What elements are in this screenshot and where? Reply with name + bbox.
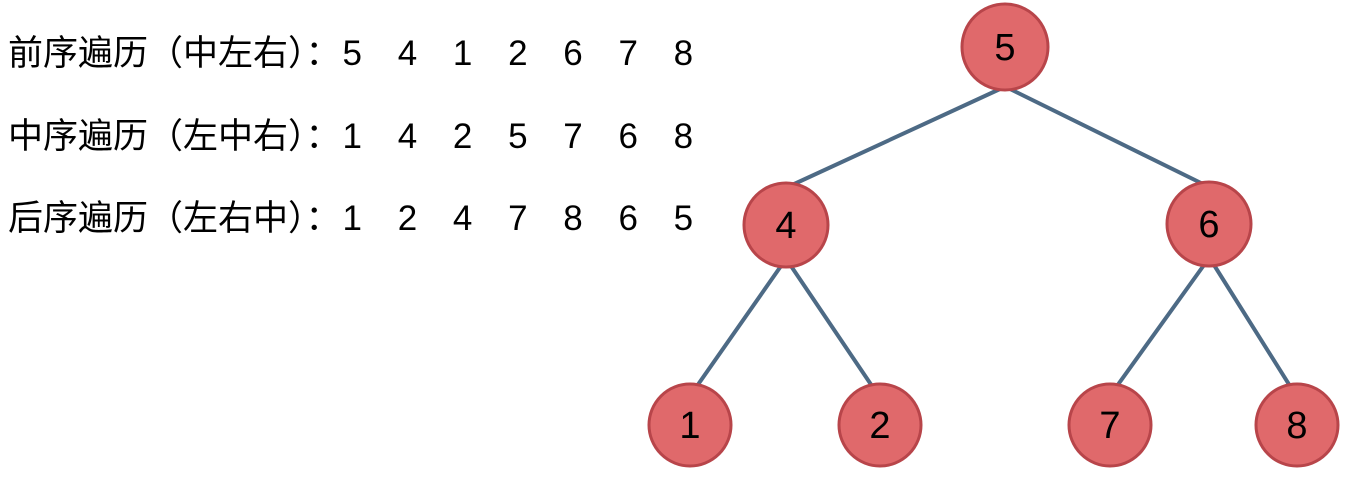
tree-edge-root-to-right — [1008, 87, 1205, 186]
traversal-label-postorder: 后序遍历（左右中）： — [8, 199, 341, 238]
tree-node-1[interactable]: 1 — [647, 382, 733, 468]
tree-node-circle-1 — [647, 382, 733, 468]
tree-node-4[interactable]: 4 — [742, 181, 830, 269]
tree-node-label-4: 4 — [775, 205, 796, 247]
traversal-line-postorder: 后序遍历（左右中）：1 2 4 7 8 6 5 — [8, 201, 706, 236]
tree-edge-left-to-left-right — [789, 264, 874, 388]
tree-node-label-5: 5 — [994, 27, 1015, 69]
tree-node-6[interactable]: 6 — [1165, 180, 1253, 268]
tree-node-label-8: 8 — [1286, 405, 1307, 447]
tree-node-5[interactable]: 5 — [960, 2, 1050, 92]
tree-node-label-7: 7 — [1099, 405, 1120, 447]
traversal-label-preorder: 前序遍历（中左右）： — [8, 34, 341, 73]
traversal-sequence-preorder: 5 4 1 2 6 7 8 — [342, 34, 707, 73]
tree-node-8[interactable]: 8 — [1254, 382, 1340, 468]
tree-node-circle-6 — [1165, 180, 1253, 268]
tree-node-7[interactable]: 7 — [1067, 382, 1153, 468]
tree-node-circle-2 — [837, 382, 923, 468]
tree-edge-root-to-left — [790, 87, 1002, 187]
tree-edge-left-to-left-left — [695, 264, 783, 388]
tree-edge-right-to-right-right — [1212, 263, 1292, 388]
tree-node-label-2: 2 — [869, 405, 890, 447]
tree-node-circle-7 — [1067, 382, 1153, 468]
traversal-label-inorder: 中序遍历（左中右）： — [8, 117, 341, 156]
tree-node-circle-5 — [960, 2, 1050, 92]
tree-node-layer: 5 4 6 1 2 7 8 — [647, 2, 1340, 468]
tree-edge-layer — [695, 87, 1292, 388]
traversal-sequence-inorder: 1 4 2 5 7 6 8 — [342, 117, 707, 156]
tree-node-2[interactable]: 2 — [837, 382, 923, 468]
tree-node-label-1: 1 — [679, 405, 700, 447]
tree-node-label-6: 6 — [1198, 204, 1219, 246]
traversal-list: 前序遍历（中左右）：5 4 1 2 6 7 8 中序遍历（左中右）：1 4 2 … — [8, 0, 708, 260]
tree-edge-right-to-right-left — [1115, 263, 1206, 388]
tree-node-circle-4 — [742, 181, 830, 269]
traversal-line-preorder: 前序遍历（中左右）：5 4 1 2 6 7 8 — [8, 36, 706, 71]
traversal-line-inorder: 中序遍历（左中右）：1 4 2 5 7 6 8 — [8, 119, 706, 154]
traversal-sequence-postorder: 1 2 4 7 8 6 5 — [342, 199, 707, 238]
tree-node-circle-8 — [1254, 382, 1340, 468]
